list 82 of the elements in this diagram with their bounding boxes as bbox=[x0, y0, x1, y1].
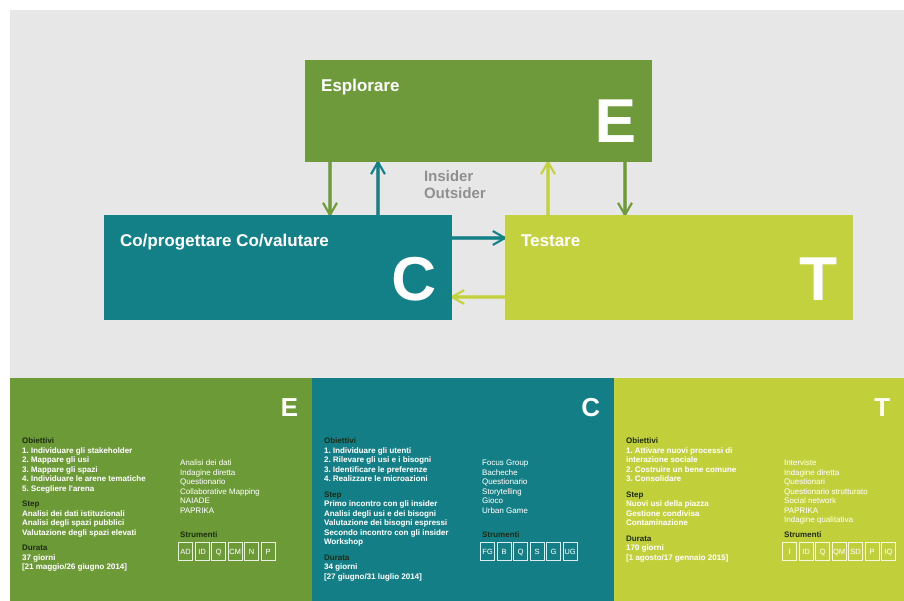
tool-name: Analisi dei dati bbox=[180, 458, 233, 468]
phase-letter: C bbox=[391, 248, 436, 312]
list-item: 5. Scegliere l'arena bbox=[22, 484, 96, 493]
tool-name: Questionari bbox=[784, 477, 826, 486]
arrow bbox=[540, 160, 556, 215]
arrow bbox=[452, 230, 506, 246]
phase-panel bbox=[614, 378, 904, 601]
section-heading: Strumenti bbox=[482, 530, 520, 540]
tool-name: Gioco bbox=[482, 496, 504, 506]
phase-box bbox=[305, 60, 652, 162]
list-item: Nuovi usi della piazza bbox=[626, 499, 710, 508]
phase-letter: C bbox=[581, 392, 600, 423]
tool-name: PAPRIKA bbox=[784, 506, 820, 515]
list-item: 170 giorni bbox=[626, 543, 665, 552]
phase-letter: T bbox=[874, 392, 890, 423]
tool-name: Collaborative Mapping bbox=[180, 486, 261, 496]
section-heading: Obiettivi bbox=[324, 436, 358, 446]
phase-title: Esplorare bbox=[321, 76, 400, 95]
phase-box bbox=[104, 215, 452, 320]
list-item: Analisi dei dati istituzionali bbox=[22, 508, 126, 518]
section-heading: Step bbox=[22, 499, 40, 508]
list-item: 1. Individuare gli utenti bbox=[324, 446, 412, 455]
tool-name: Questionario strutturato bbox=[784, 486, 869, 496]
list-item: 3. Consolidare bbox=[626, 474, 682, 484]
list-item: 1. Attivare nuovi processi di interazione sociale bbox=[626, 446, 734, 464]
tool-name: Interviste bbox=[784, 458, 818, 468]
list-item: [1 agosto/17 gennaio 2015] bbox=[626, 552, 730, 562]
section-heading: Durata bbox=[22, 543, 48, 552]
list-item: [21 maggio/26 giugno 2014] bbox=[22, 562, 128, 572]
phase-panel bbox=[10, 378, 312, 601]
list-item: 37 giorni bbox=[22, 552, 56, 562]
phase-letter: T bbox=[799, 248, 837, 312]
list-item: 2. Rilevare gli usi e i bisogni bbox=[324, 455, 432, 464]
list-item: 3. Identificare le preferenze bbox=[324, 464, 428, 474]
list-item: Primo incontro con gli insider bbox=[324, 499, 438, 508]
section-heading: Obiettivi bbox=[22, 436, 56, 446]
list-item: Analisi degli usi e dei bisogni bbox=[324, 508, 438, 518]
tool-name: NAIADE bbox=[180, 496, 211, 506]
section-heading: Durata bbox=[324, 552, 350, 562]
list-item: Secondo incontro con gli insider bbox=[324, 528, 450, 537]
tool-name: Urban Game bbox=[482, 506, 529, 515]
phase-letter: E bbox=[594, 90, 636, 154]
tool-name: Social network bbox=[784, 496, 838, 506]
phase-box bbox=[505, 215, 853, 320]
list-item: 1. Individuare gli stakeholder bbox=[22, 446, 134, 455]
list-item: 34 giorni bbox=[324, 562, 358, 572]
section-heading: Step bbox=[626, 490, 644, 499]
phase-panel bbox=[312, 378, 614, 601]
phase-title: Co/progettare Co/valutare bbox=[120, 231, 330, 250]
list-item: Workshop bbox=[324, 537, 364, 546]
arrow bbox=[450, 288, 505, 306]
list-item: Contaminazione bbox=[626, 518, 689, 528]
tool-name: Focus Group bbox=[482, 458, 530, 468]
tool-name: Bacheche bbox=[482, 468, 519, 477]
list-item: 3. Mappare gli spazi bbox=[22, 464, 99, 474]
section-heading: Strumenti bbox=[784, 530, 822, 540]
list-item: 2. Costruire un bene comune bbox=[626, 464, 738, 474]
list-item: Valutazione dei bisogni espressi bbox=[324, 518, 448, 528]
list-item: Analisi degli spazi pubblici bbox=[22, 518, 126, 528]
list-item: [27 giugno/31 luglio 2014] bbox=[324, 572, 423, 581]
tool-name: Indagine diretta bbox=[180, 468, 236, 477]
list-item: 2. Mappare gli usi bbox=[22, 455, 90, 464]
tool-name: PAPRIKA bbox=[180, 506, 216, 515]
role-label: Insider Outsider bbox=[424, 168, 487, 202]
list-item: 4. Realizzare le microazioni bbox=[324, 474, 429, 484]
arrow bbox=[322, 162, 338, 216]
phase-title: Testare bbox=[521, 231, 582, 250]
section-heading: Obiettivi bbox=[626, 436, 660, 446]
section-heading: Strumenti bbox=[180, 530, 218, 540]
list-item: 4. Individuare le arene tematiche bbox=[22, 474, 147, 484]
phase-letter: E bbox=[280, 392, 298, 423]
tool-name: Questionario bbox=[180, 477, 226, 486]
list-item: Valutazione degli spazi elevati bbox=[22, 528, 138, 537]
tool-name: Indagine diretta bbox=[784, 468, 840, 477]
list-item: Gestione condivisa bbox=[626, 508, 700, 518]
section-heading: Step bbox=[324, 490, 342, 499]
tool-name: Indagine qualitativa bbox=[784, 515, 854, 524]
arrow bbox=[616, 162, 634, 216]
tool-name: Questionario bbox=[482, 477, 528, 486]
tool-name: Storytelling bbox=[482, 486, 523, 496]
arrow bbox=[370, 160, 386, 215]
section-heading: Durata bbox=[626, 534, 652, 543]
